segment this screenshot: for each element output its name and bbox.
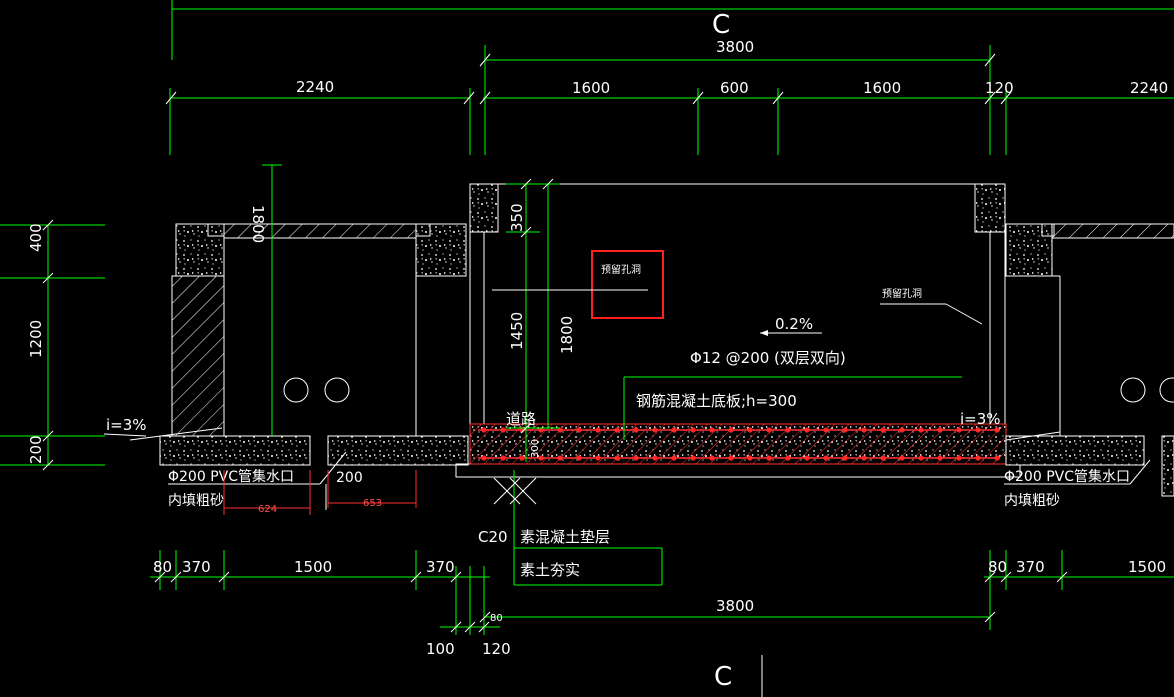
slab-leader	[623, 376, 962, 440]
soil-cross-marks	[493, 477, 537, 505]
dim-200-label: 200	[336, 470, 363, 486]
dim-seg-1600-b: 1600	[863, 79, 901, 97]
section-mark-top: C	[712, 10, 730, 40]
slope-label: 0.2%	[775, 315, 813, 333]
dim-350: 350	[508, 203, 526, 232]
cushion-label: 素混凝土垫层	[520, 528, 610, 546]
soil-label: 素土夯实	[520, 561, 580, 579]
road-label: 道路	[506, 410, 536, 428]
dim-seg-120: 120	[985, 79, 1014, 97]
sand-left-label: 内填粗砂	[168, 493, 224, 509]
dim-seg-1600-a: 1600	[572, 79, 610, 97]
red-dims-left	[223, 470, 417, 515]
rebar-lines	[478, 429, 1000, 459]
sand-right-label: 内填粗砂	[1004, 493, 1060, 509]
red-dim-653: 653	[363, 498, 382, 509]
bot-dim-120: 120	[482, 640, 511, 658]
bottom-dimension-ticks	[154, 571, 1068, 633]
slope-left-label: i=3%	[106, 416, 147, 434]
bot-dim-370-right: 370	[1016, 558, 1045, 576]
section-mark-bottom: C	[714, 662, 732, 692]
right-ditch-structure	[1005, 223, 1174, 497]
dim-1800-left: 1800	[249, 205, 267, 243]
bot-dim-80: 80	[490, 613, 503, 624]
bot-dim-3800: 3800	[716, 597, 754, 615]
bot-dim-100: 100	[426, 640, 455, 658]
center-inner-dims	[506, 183, 560, 462]
slope-right-label: i=3%	[960, 410, 1001, 428]
slope-arrow-head	[760, 330, 768, 336]
slope-right-line	[1005, 431, 1061, 441]
center-inner-ticks	[520, 178, 554, 434]
dim-1450: 1450	[508, 312, 526, 350]
pvc-left-leader	[168, 451, 347, 510]
bot-dim-1500-right: 1500	[1128, 558, 1166, 576]
cushion-leaders	[513, 470, 663, 586]
reserved-hole-left-label: 预留孔洞	[601, 263, 641, 276]
bot-dim-80-left: 80	[153, 558, 172, 576]
dim-200: 200	[27, 435, 45, 464]
pvc-right-label: Φ200 PVC管集水口	[1004, 468, 1130, 485]
slab-label: 钢筋混凝土底板;h=300	[636, 392, 797, 410]
dim-400: 400	[27, 223, 45, 252]
bot-dim-1500: 1500	[294, 558, 332, 576]
c20-label: C20	[478, 528, 508, 546]
bot-dim-370-b: 370	[426, 558, 455, 576]
dim-seg-600: 600	[720, 79, 749, 97]
red-dim-624: 624	[258, 504, 277, 515]
bot-dim-80-right: 80	[988, 558, 1007, 576]
left-inner-dim	[262, 164, 282, 436]
dim-300: 300	[530, 439, 541, 458]
left-vertical-dimension	[0, 224, 105, 466]
dim-left-2240: 2240	[296, 78, 334, 96]
bottom-dimension-lines	[150, 550, 1174, 635]
dim-1200: 1200	[27, 320, 45, 358]
reserved-hole-right-leader-b	[945, 303, 983, 325]
dim-overall-3800: 3800	[716, 38, 754, 56]
left-ditch-structure	[159, 223, 469, 466]
dim-1800-mid: 1800	[558, 316, 576, 354]
reserved-hole-highlight[interactable]	[591, 250, 664, 319]
reserved-hole-right-label: 预留孔洞	[882, 287, 922, 300]
top-dimension-ticks	[165, 53, 1012, 105]
dim-right-2240: 2240	[1130, 79, 1168, 97]
pvc-left-label: Φ200 PVC管集水口	[168, 468, 294, 485]
rebar-label: Φ12 @200 (双层双向)	[690, 349, 846, 367]
slope-left-line	[103, 427, 223, 441]
pvc-right-leader	[1004, 459, 1151, 485]
left-vertical-ticks	[42, 219, 54, 471]
bot-dim-370-a: 370	[182, 558, 211, 576]
top-dimension-lines	[169, 0, 1174, 155]
